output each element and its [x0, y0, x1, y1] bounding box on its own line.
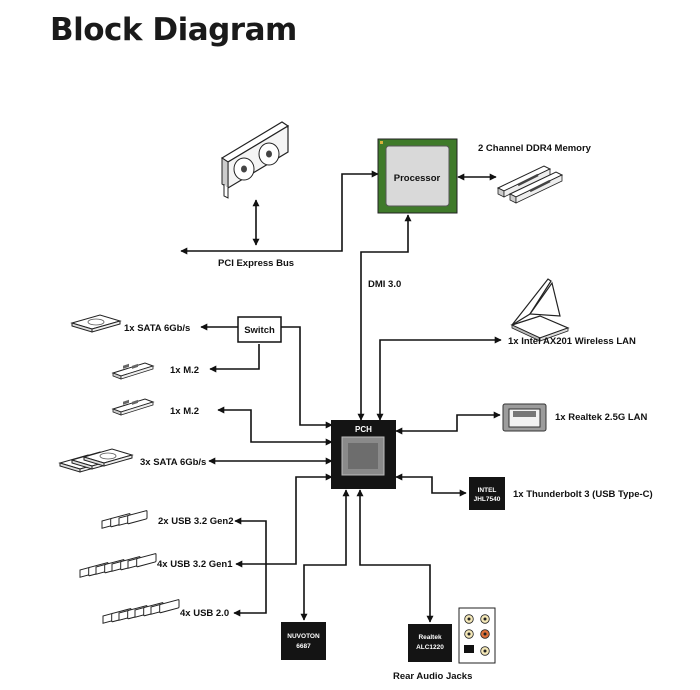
- nuvoton-chip: NUVOTON 6687: [281, 622, 326, 660]
- usb-gen1-label: 4x USB 3.2 Gen1: [157, 559, 233, 570]
- pcie-bus-label: PCI Express Bus: [218, 258, 294, 269]
- switch-box: [237, 316, 282, 343]
- connection-lines: [180, 170, 502, 623]
- usb2-label: 4x USB 2.0: [180, 608, 229, 619]
- m2-a-label: 1x M.2: [170, 365, 199, 376]
- switch-label: Switch: [244, 325, 275, 336]
- memory-module-icon: [496, 165, 564, 204]
- processor-chip: Processor: [377, 138, 458, 214]
- page-title: Block Diagram: [50, 12, 297, 48]
- dmi-label: DMI 3.0: [368, 279, 401, 290]
- hard-drive-icon: [59, 448, 133, 473]
- nuvoton-label-2: 6687: [296, 643, 311, 650]
- intel-label-1: INTEL: [478, 487, 497, 494]
- m2-b-label: 1x M.2: [170, 406, 199, 417]
- rear-audio-label: Rear Audio Jacks: [393, 671, 472, 682]
- sata-3-label: 3x SATA 6Gb/s: [140, 457, 206, 468]
- realtek-audio-chip: Realtek ALC1220: [408, 624, 452, 662]
- hard-drive-icon: [71, 314, 121, 333]
- wifi-label: 1x Intel AX201 Wireless LAN: [508, 336, 636, 347]
- pch-chip: PCH: [331, 420, 396, 489]
- usb-stick-icon: [99, 509, 150, 530]
- sata-1-label: 1x SATA 6Gb/s: [124, 323, 190, 334]
- nuvoton-label-1: NUVOTON: [287, 633, 320, 640]
- realtek-label-1: Realtek: [418, 634, 442, 641]
- m2-ssd-icon: [112, 362, 154, 380]
- wifi-antenna-icon: [510, 278, 570, 342]
- intel-label-2: JHL7540: [474, 496, 501, 503]
- usb-stick-icon: [77, 552, 159, 579]
- lan-label: 1x Realtek 2.5G LAN: [555, 412, 648, 423]
- m2-ssd-icon: [112, 398, 154, 416]
- graphics-card-icon: [220, 121, 290, 199]
- memory-label: 2 Channel DDR4 Memory: [478, 143, 592, 154]
- thunderbolt-label: 1x Thunderbolt 3 (USB Type-C): [513, 489, 653, 500]
- usb-gen2-label: 2x USB 3.2 Gen2: [158, 516, 234, 527]
- realtek-label-2: ALC1220: [416, 644, 444, 651]
- usb-stick-icon: [100, 598, 182, 625]
- processor-label: Processor: [394, 173, 441, 184]
- ethernet-port-icon: [502, 403, 547, 432]
- thunderbolt-chip: INTEL JHL7540: [469, 477, 505, 510]
- pch-label: PCH: [355, 425, 372, 434]
- audio-jacks-icon: [458, 607, 496, 664]
